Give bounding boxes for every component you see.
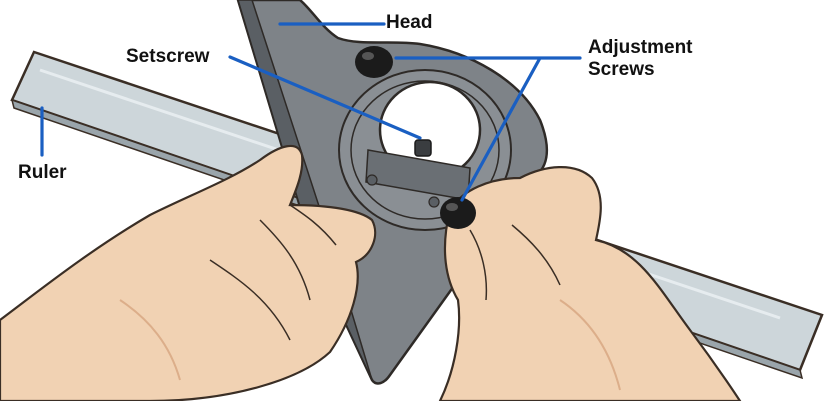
adjustment-label-line1: Adjustment [588,37,693,59]
ruler-label: Ruler [18,162,67,184]
head-label-text: Head [386,12,432,34]
setscrew-label-text: Setscrew [126,46,209,68]
adjustment-screws-label: Adjustment Screws [588,37,693,81]
adjustment-screw-bottom [440,197,476,229]
setscrew-label: Setscrew [126,46,209,68]
ruler-label-text: Ruler [18,162,67,184]
head-label: Head [386,12,432,34]
adjustment-label-line2: Screws [588,59,693,81]
adjustment-screw-top [355,46,393,78]
